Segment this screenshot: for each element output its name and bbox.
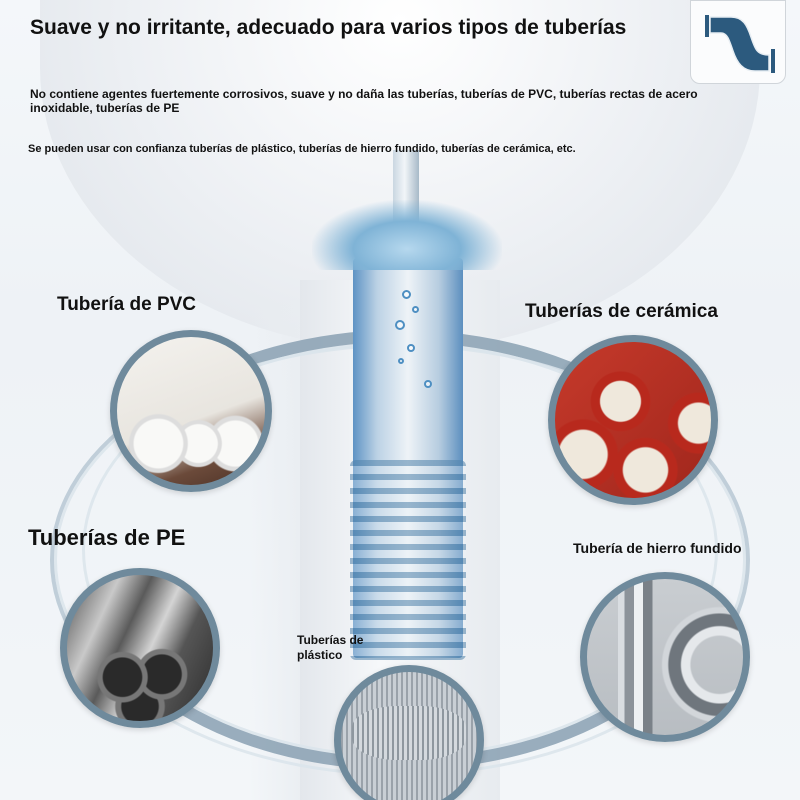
description-secondary: Se pueden usar con confianza tuberías de… (28, 143, 576, 155)
description-primary: No contiene agentes fuertemente corrosiv… (30, 87, 698, 115)
pvc-pipe-image (110, 330, 272, 492)
corrugated-pipe-section (350, 460, 466, 660)
label-cast-iron-pipe: Tubería de hierro fundido (573, 540, 742, 556)
ceramic-pipe-image (548, 335, 718, 505)
decorative-arc-thin (50, 340, 750, 780)
label-plastic-pipe: Tuberías de plástico (297, 633, 364, 662)
label-pe-pipe: Tuberías de PE (28, 525, 186, 550)
plastic-pipe-image (334, 665, 484, 800)
bubble-icon (424, 380, 432, 388)
cast-iron-pipe-image (580, 572, 750, 742)
label-ceramic-pipe: Tuberías de cerámica (525, 301, 718, 322)
bubble-icon (407, 344, 415, 352)
label-pvc-pipe: Tubería de PVC (57, 294, 197, 315)
bubble-icon (395, 320, 405, 330)
page-title: Suave y no irritante, adecuado para vari… (30, 16, 627, 39)
pe-pipe-image (60, 568, 220, 728)
brand-logo (690, 0, 786, 84)
bubble-icon (398, 358, 404, 364)
bubble-icon (402, 290, 411, 299)
bubble-icon (412, 306, 419, 313)
pipe-elbow-icon (705, 15, 775, 73)
water-splash (312, 200, 502, 270)
